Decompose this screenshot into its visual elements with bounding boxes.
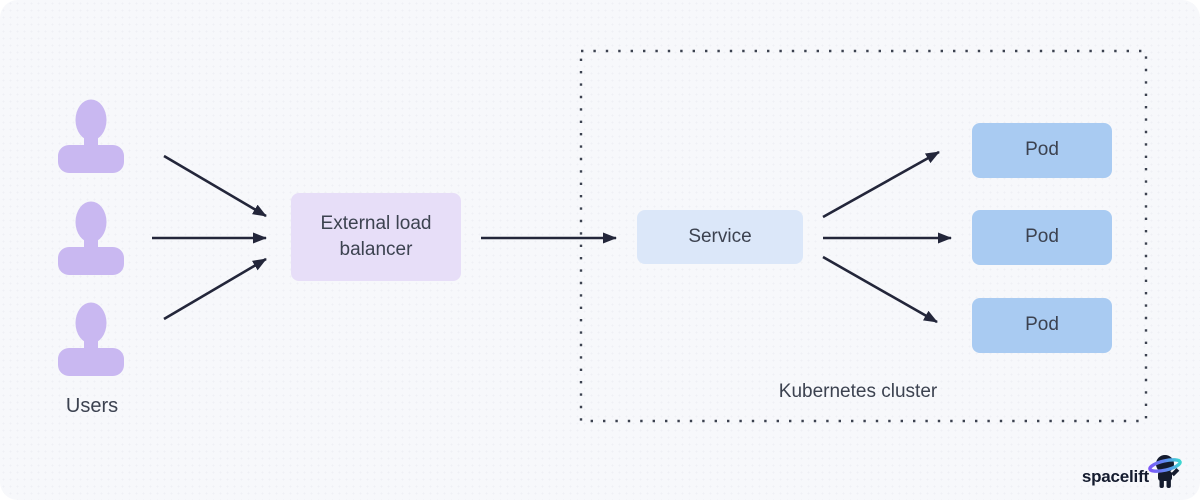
service-label: Service [688, 225, 752, 247]
pod-node: Pod [972, 210, 1112, 265]
spacelift-logo: spacelift [1082, 450, 1184, 492]
external-load-balancer-label: External load balancer [320, 212, 432, 260]
service-node: Service [637, 210, 803, 264]
user-icon [58, 302, 124, 376]
kubernetes-cluster-label: Kubernetes cluster [778, 381, 938, 402]
astronaut-saturn-ring-icon [1148, 455, 1182, 488]
pod-label: Pod [1025, 314, 1059, 336]
external-load-balancer-node: External load balancer [291, 193, 461, 281]
users-label: Users [65, 395, 119, 417]
arrow-user3-to-lb [163, 257, 267, 321]
pod-node: Pod [972, 298, 1112, 353]
pod-label: Pod [1025, 226, 1059, 248]
user-icon [58, 201, 124, 275]
spacelift-logo-text: spacelift [1081, 467, 1149, 486]
arrow-service-to-pod3 [822, 255, 938, 324]
pod-node: Pod [972, 123, 1112, 178]
user-icon [58, 99, 124, 173]
arrow-user1-to-lb [163, 154, 267, 218]
pod-label: Pod [1025, 139, 1059, 161]
arrow-service-to-pod1 [822, 150, 940, 219]
